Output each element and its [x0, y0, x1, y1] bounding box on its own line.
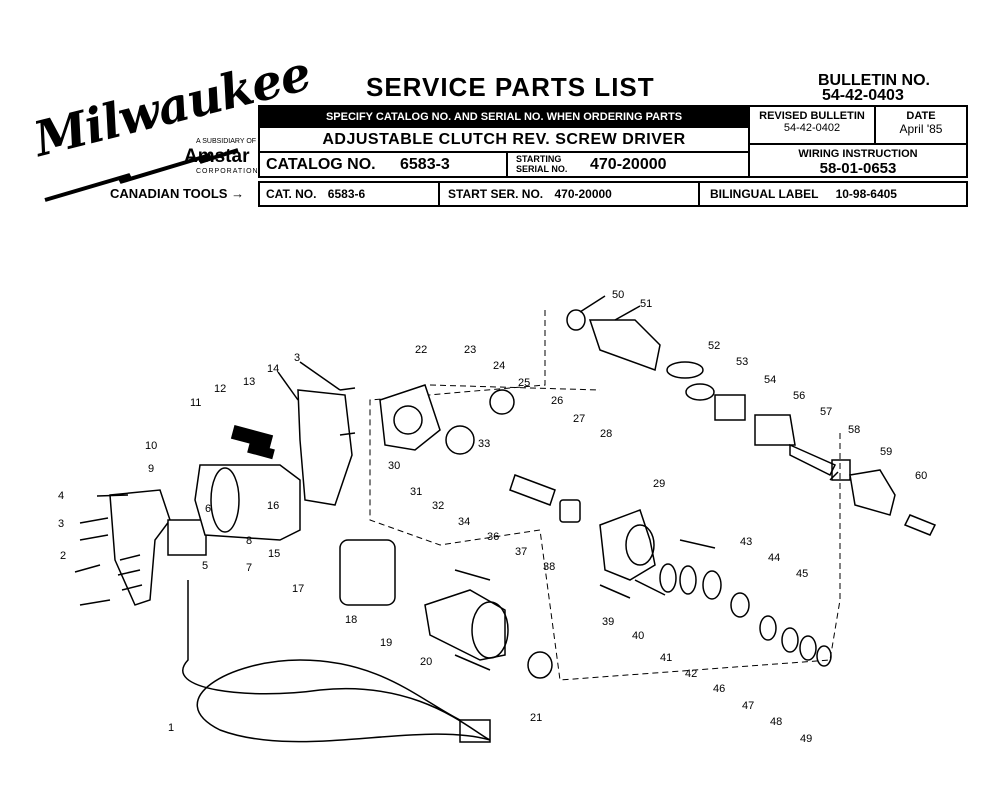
catalog-label: CATALOG NO. — [266, 156, 376, 173]
callout-8: 8 — [246, 535, 253, 547]
callout-37: 37 — [515, 546, 528, 558]
callout-58: 58 — [848, 424, 861, 436]
callout-59: 59 — [880, 446, 893, 458]
callout-21: 21 — [530, 712, 543, 724]
page-title: SERVICE PARTS LIST — [366, 72, 655, 102]
callout-14: 14 — [267, 363, 280, 375]
callout-3b: 3 — [294, 352, 301, 364]
callout-27: 27 — [573, 413, 586, 425]
wiring-label: WIRING INSTRUCTION — [798, 148, 918, 160]
callout-15: 15 — [268, 548, 281, 560]
callout-39: 39 — [602, 616, 615, 628]
callout-60: 60 — [915, 470, 928, 482]
header-table: SPECIFY CATALOG NO. AND SERIAL NO. WHEN … — [258, 105, 968, 178]
callout-51: 51 — [640, 298, 653, 310]
callout-54: 54 — [764, 374, 777, 386]
callout-23: 23 — [464, 344, 477, 356]
callout-46: 46 — [713, 683, 726, 695]
canadian-cat-cell: CAT. NO. 6583-6 — [260, 183, 440, 205]
wiring-cell: WIRING INSTRUCTION 58-01-0653 — [750, 145, 966, 178]
callout-12: 12 — [214, 383, 227, 395]
bulletin-label: BULLETIN NO. — [818, 72, 930, 89]
canadian-start-label: START SER. NO. — [448, 187, 544, 201]
serial-number: 470-20000 — [590, 156, 667, 173]
callout-36: 36 — [487, 531, 500, 543]
callout-34: 34 — [458, 516, 471, 528]
callout-11: 11 — [190, 397, 202, 409]
callout-41: 41 — [660, 652, 673, 664]
bilingual-cell: BILINGUAL LABEL 10-98-6405 — [700, 183, 966, 205]
callout-42: 42 — [685, 668, 698, 680]
date-cell: DATE April '85 — [876, 107, 966, 145]
canadian-start-number: 470-20000 — [554, 187, 612, 201]
callout-56: 56 — [793, 390, 806, 402]
callout-24: 24 — [493, 360, 506, 372]
callout-13: 13 — [243, 376, 256, 388]
callout-48: 48 — [770, 716, 783, 728]
bilingual-number: 10-98-6405 — [835, 187, 897, 201]
callout-9: 9 — [148, 463, 155, 475]
callout-1: 1 — [168, 722, 175, 734]
product-name: ADJUSTABLE CLUTCH REV. SCREW DRIVER — [260, 128, 750, 153]
revised-label: REVISED BULLETIN — [759, 110, 865, 122]
corporation-text: CORPORATION — [196, 168, 259, 175]
wiring-number: 58-01-0653 — [819, 160, 897, 177]
canadian-cat-label: CAT. NO. — [266, 187, 317, 201]
callout-29: 29 — [653, 478, 666, 490]
callout-52: 52 — [708, 340, 721, 352]
callout-53: 53 — [736, 356, 749, 368]
callout-22: 22 — [415, 344, 428, 356]
subsidiary-text: A SUBSIDIARY OF — [196, 138, 257, 145]
callout-17: 17 — [292, 583, 305, 595]
date-value: April '85 — [899, 122, 943, 136]
callout-44: 44 — [768, 552, 781, 564]
callout-18: 18 — [345, 614, 358, 626]
callout-47: 47 — [742, 700, 755, 712]
canadian-table: CAT. NO. 6583-6 START SER. NO. 470-20000… — [258, 181, 968, 207]
callout-10: 10 — [145, 440, 158, 452]
serial-cell: STARTING SERIAL NO. 470-20000 — [508, 153, 750, 178]
callout-3a: 3 — [58, 518, 65, 530]
date-label: DATE — [906, 110, 936, 122]
callout-20: 20 — [420, 656, 433, 668]
bulletin-number: 54-42-0403 — [822, 87, 904, 104]
canadian-tools-text: CANADIAN TOOLS — [110, 186, 228, 201]
canadian-cat-number: 6583-6 — [327, 187, 366, 201]
callout-7: 7 — [246, 562, 253, 574]
callout-38: 38 — [543, 561, 556, 573]
callout-16: 16 — [267, 500, 280, 512]
catalog-number: 6583-3 — [400, 156, 450, 173]
callout-40: 40 — [632, 630, 645, 642]
canadian-label: CANADIAN TOOLS → — [110, 186, 244, 201]
callout-30: 30 — [388, 460, 401, 472]
callout-32: 32 — [432, 500, 445, 512]
callout-6: 6 — [205, 503, 212, 515]
instruction-bar: SPECIFY CATALOG NO. AND SERIAL NO. WHEN … — [260, 107, 750, 128]
callout-45: 45 — [796, 568, 809, 580]
callout-26: 26 — [551, 395, 564, 407]
callout-2: 2 — [60, 550, 67, 562]
canadian-serial-cell: START SER. NO. 470-20000 — [440, 183, 700, 205]
callout-57: 57 — [820, 406, 833, 418]
callout-25: 25 — [518, 377, 531, 389]
callout-33: 33 — [478, 438, 491, 450]
amstar-logo: Amstar — [184, 146, 250, 167]
callout-49: 49 — [800, 733, 813, 745]
arrow-right-icon: → — [231, 186, 245, 201]
revised-number: 54-42-0402 — [783, 122, 841, 134]
revised-cell: REVISED BULLETIN 54-42-0402 — [750, 107, 876, 145]
callout-4: 4 — [58, 490, 65, 502]
callout-19: 19 — [380, 637, 393, 649]
serial-label: SERIAL NO. — [516, 164, 568, 174]
callout-31: 31 — [410, 486, 423, 498]
callout-43: 43 — [740, 536, 753, 548]
starting-label: STARTING — [516, 154, 562, 164]
callout-50: 50 — [612, 289, 625, 301]
bilingual-label: BILINGUAL LABEL — [710, 187, 819, 201]
catalog-cell: CATALOG NO. 6583-3 — [260, 153, 508, 178]
callout-28: 28 — [600, 428, 613, 440]
callout-5: 5 — [202, 560, 209, 572]
lightning-bolt-icon — [44, 148, 239, 202]
